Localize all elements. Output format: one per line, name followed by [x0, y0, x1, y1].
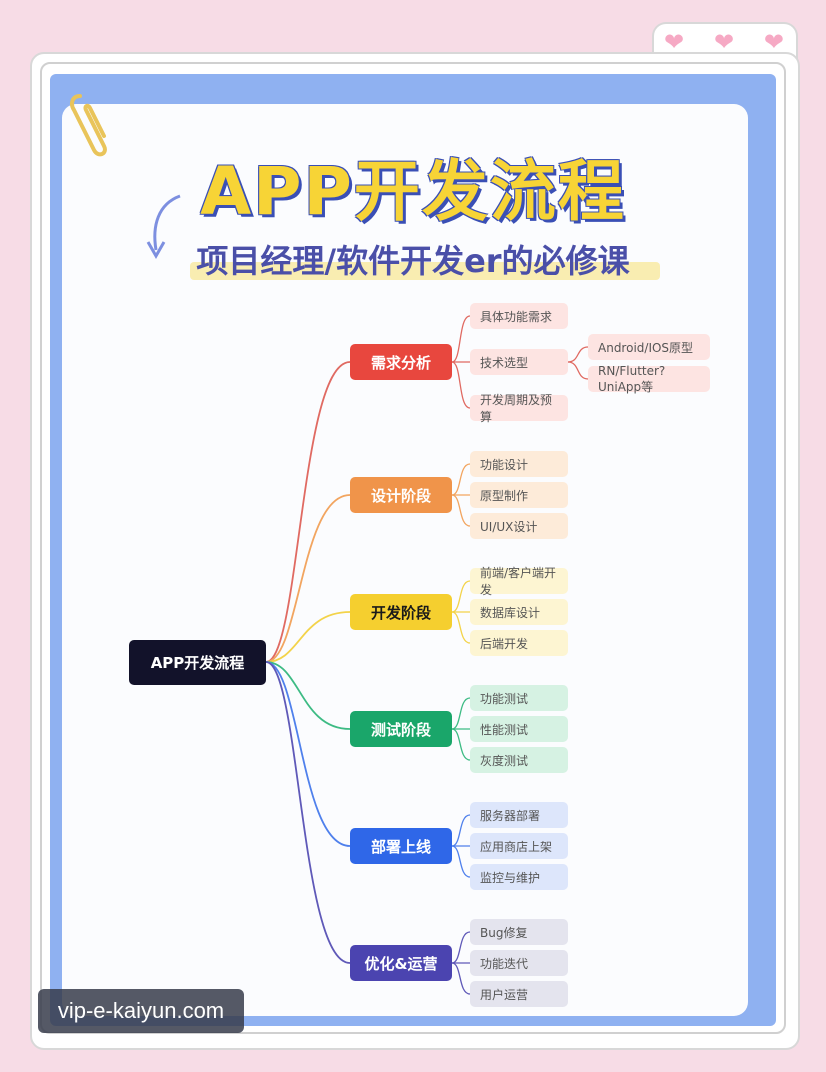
leaf-node: 监控与维护 [470, 864, 568, 890]
leaf-node: 开发周期及预算 [470, 393, 568, 424]
leaf-node: 用户运营 [470, 981, 568, 1007]
page-subtitle: 项目经理/软件开发er的必修课 [196, 242, 630, 280]
leaf-node: UI/UX设计 [470, 513, 568, 539]
root-node: APP开发流程 [129, 640, 266, 685]
stage-node: 开发阶段 [350, 594, 452, 630]
tech-option-node: Android/IOS原型 [588, 334, 710, 360]
leaf-node: 具体功能需求 [470, 303, 568, 329]
heart-icon: ❤ [763, 28, 784, 56]
leaf-node: 原型制作 [470, 482, 568, 508]
page-title: APP开发流程 [200, 153, 626, 230]
stage-node: 需求分析 [350, 344, 452, 380]
leaf-node: 功能设计 [470, 451, 568, 477]
hearts-decoration: ❤ ❤ ❤ [664, 28, 784, 56]
inner-frame [40, 62, 786, 1034]
stage-node: 测试阶段 [350, 711, 452, 747]
leaf-node: 前端/客户端开发 [470, 566, 568, 597]
leaf-node: 技术选型 [470, 349, 568, 375]
leaf-node: 数据库设计 [470, 599, 568, 625]
leaf-node: 服务器部署 [470, 802, 568, 828]
heart-icon: ❤ [664, 28, 685, 56]
curved-arrow-icon [146, 194, 181, 260]
subtitle-highlight [190, 262, 660, 280]
leaf-node: 性能测试 [470, 716, 568, 742]
watermark: vip-e-kaiyun.com [38, 989, 244, 1033]
stage-node: 优化&运营 [350, 945, 452, 981]
leaf-node: 功能测试 [470, 685, 568, 711]
content-card [62, 104, 748, 1016]
heart-icon: ❤ [713, 28, 735, 56]
stage-node: 设计阶段 [350, 477, 452, 513]
stage-node: 部署上线 [350, 828, 452, 864]
leaf-node: 功能迭代 [470, 950, 568, 976]
leaf-node: 后端开发 [470, 630, 568, 656]
leaf-node: 灰度测试 [470, 747, 568, 773]
leaf-node: Bug修复 [470, 919, 568, 945]
tech-option-node: RN/Flutter?UniApp等 [588, 364, 710, 394]
leaf-node: 应用商店上架 [470, 833, 568, 859]
paperclip-icon [70, 94, 107, 157]
